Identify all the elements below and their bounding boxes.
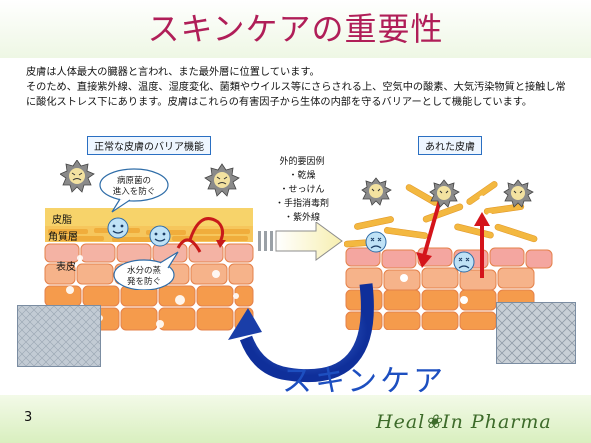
deflect-arrow-icon: [188, 217, 225, 243]
damaged-skin-label: あれた皮膚: [418, 136, 482, 155]
virus-icon: [60, 160, 95, 193]
pathogen-bubble-line-1: 病原菌の: [117, 175, 151, 186]
intro-line-1: 皮膚は人体最大の臓器と言われ、また最外層に位置しています。: [26, 67, 320, 78]
moisture-loss-arrow-icon: [474, 212, 490, 278]
external-factor-item: ・せっけん: [279, 185, 325, 195]
virus-icon-3: [361, 177, 392, 206]
invasion-arrow-icon: [416, 199, 442, 268]
pathogen-bubble-line-2: 進入を防ぐ: [113, 186, 156, 197]
normal-skin-label: 正常な皮膚のバリア機能: [87, 136, 211, 155]
intro-line-2: そのため、直接紫外線、温度、湿度変化、菌類やウイルス等にさらされる上、空気中の酸…: [26, 82, 566, 108]
moisture-bubble: 水分の蒸 発を防ぐ: [113, 251, 179, 290]
external-factor-item: ・手指消毒剤: [274, 199, 329, 209]
page-number: 3: [24, 410, 33, 425]
moisture-bubble-line-2: 発を防ぐ: [127, 276, 161, 287]
virus-icon-5: [503, 179, 534, 208]
normal-skin-photo: [17, 305, 101, 367]
deflect-arrow-head: [216, 240, 226, 248]
page-title: スキンケアの重要性: [147, 10, 444, 48]
epidermis-cells: [44, 243, 254, 331]
pathogen-bubble: 病原菌の 進入を防ぐ: [99, 168, 169, 213]
label-stratum-corneum: 角質層: [48, 232, 78, 243]
happy-cell-icon: [107, 217, 129, 239]
external-factors-heading: 外的要因例: [279, 157, 325, 167]
external-factor-item: ・紫外線: [283, 213, 320, 223]
external-factors: 外的要因例 ・乾燥 ・せっけん ・手指消毒剤 ・紫外線: [262, 155, 342, 225]
damaged-skin-photo: [496, 302, 576, 364]
virus-icon-2: [204, 163, 240, 197]
label-sebum: 皮脂: [52, 215, 72, 226]
brand-logo: Heal❀In Pharma: [376, 411, 552, 433]
label-epidermis: 表皮: [56, 262, 76, 273]
retain-arrow-icon: [176, 238, 202, 253]
external-factor-item: ・乾燥: [288, 171, 316, 181]
moisture-bubble-line-1: 水分の蒸: [127, 265, 162, 276]
transition-arrow-icon: [258, 222, 343, 261]
intro-text: 皮膚は人体最大の臓器と言われ、また最外層に位置しています。 そのため、直接紫外線…: [26, 65, 571, 110]
virus-icon-4: [429, 179, 460, 208]
sad-cell-icon-2: [453, 251, 475, 273]
skincare-cycle-arrow-icon: [228, 283, 374, 383]
normal-skin-illustration: [44, 208, 254, 331]
happy-cell-icon-2: [149, 225, 171, 247]
normal-skin-bubbles: 病原菌の 進入を防ぐ 水分の蒸 発を防ぐ: [60, 160, 240, 290]
sad-cell-icon: [365, 231, 387, 253]
evaporating-droplets: [400, 195, 500, 304]
skincare-label: スキンケア: [282, 364, 447, 399]
